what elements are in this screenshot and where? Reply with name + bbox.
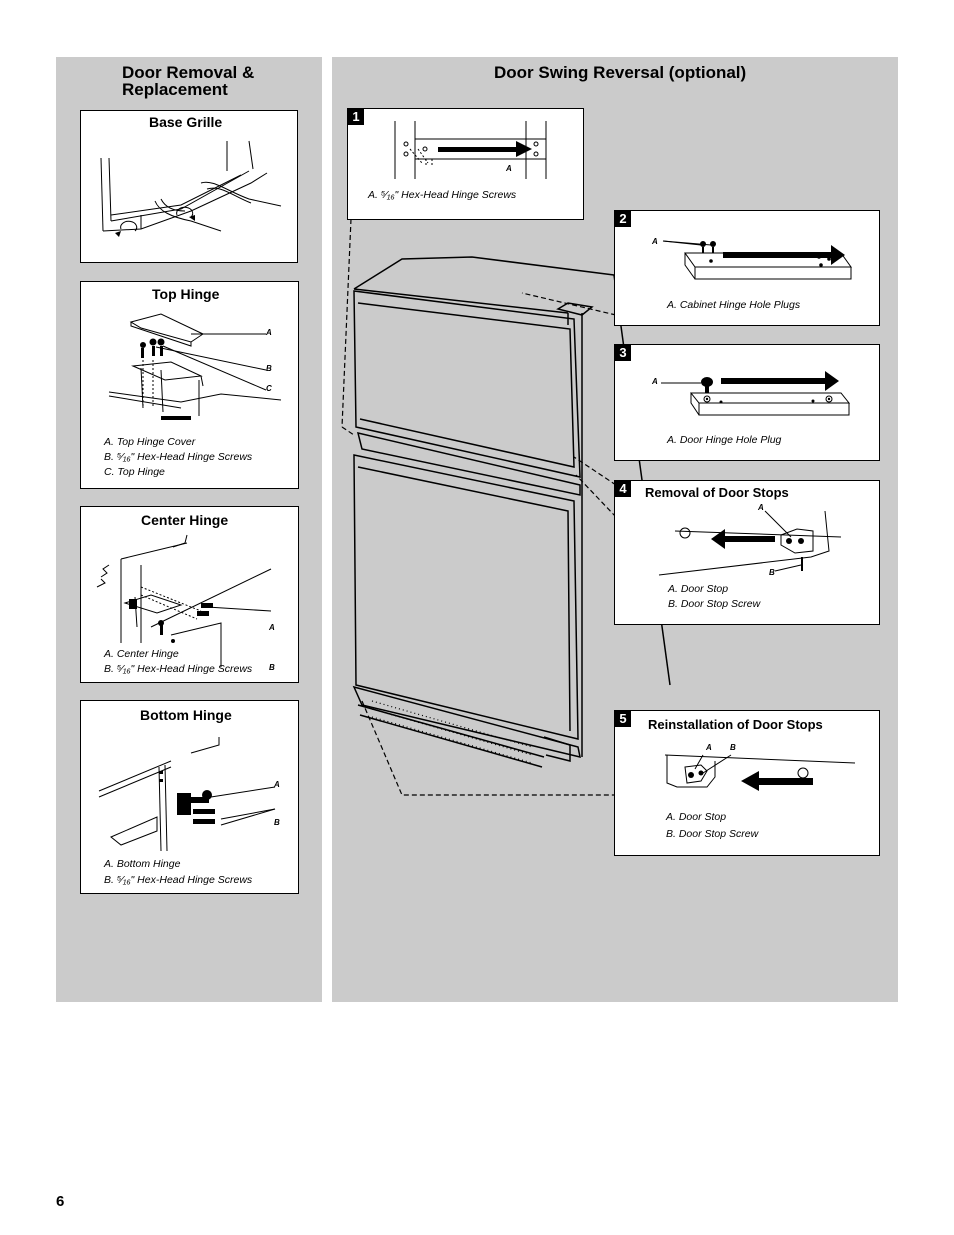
step-5-title: Reinstallation of Door Stops: [648, 717, 823, 732]
center-hinge-box: Center Hinge: [80, 506, 299, 683]
bottom-hinge-title: Bottom Hinge: [140, 707, 232, 723]
caption-b: B. ⁵⁄₁₆" Hex-Head Hinge Screws: [104, 663, 253, 675]
callout-b: B: [266, 364, 272, 373]
callout-b: B: [269, 663, 275, 672]
top-hinge-title: Top Hinge: [152, 286, 220, 302]
door-removal-title: Door Removal & Replacement: [122, 64, 254, 98]
caption-b: B. Door Stop Screw: [668, 598, 761, 610]
door-removal-panel: Door Removal & Replacement Base Grille: [56, 57, 322, 1002]
caption-a: A. Bottom Hinge: [104, 858, 181, 870]
page-number: 6: [56, 1193, 65, 1210]
caption-a: A. Door Hinge Hole Plug: [667, 434, 782, 446]
caption-a: A. Cabinet Hinge Hole Plugs: [667, 299, 801, 311]
callout-a: A: [506, 164, 512, 173]
bottom-hinge-illustration: [98, 737, 276, 852]
callout-a: A: [269, 623, 275, 632]
callout-a: A: [274, 780, 280, 789]
step-4-illustration: [658, 510, 842, 576]
caption-a: A. Center Hinge: [104, 648, 179, 660]
callout-a: A: [758, 503, 764, 512]
title-line-2: Replacement: [122, 80, 228, 99]
step-1-box: 1 A A: [347, 108, 584, 220]
caption-c: C. Top Hinge: [104, 466, 165, 478]
callout-a: A: [706, 743, 712, 752]
step-5-box: 5 Reinstallation of Door Stops A B A. Do…: [614, 710, 880, 856]
caption-a: A. Door Stop: [666, 811, 727, 823]
callout-c: C: [266, 384, 272, 393]
step-5-illustration: [664, 754, 856, 791]
step-4-box: 4 Removal of Door Stops A B A. Door Stop…: [614, 480, 880, 625]
step-2-box: 2 A A. Cabinet Hing: [614, 210, 880, 326]
door-swing-reversal-panel: Door Swing Reversal (optional): [332, 57, 898, 1002]
step-2-number: 2: [615, 211, 631, 227]
callout-a: A: [266, 328, 272, 337]
callout-b: B: [769, 568, 775, 577]
step-1-illustration: [394, 121, 547, 179]
callout-b: B: [730, 743, 736, 752]
top-hinge-box: Top Hinge: [80, 281, 299, 489]
door-swing-reversal-title: Door Swing Reversal (optional): [494, 63, 747, 82]
step-3-number: 3: [615, 345, 631, 361]
base-grille-illustration: [100, 140, 282, 237]
base-grille-title: Base Grille: [149, 114, 223, 130]
top-hinge-illustration: [108, 313, 282, 420]
step-2-illustration: [662, 240, 852, 280]
caption-b: B. Door Stop Screw: [666, 828, 759, 840]
step-3-illustration: [661, 371, 851, 416]
base-grille-box: Base Grille: [80, 110, 298, 263]
step-5-number: 5: [615, 711, 631, 727]
bottom-hinge-box: Bottom Hinge A: [80, 700, 299, 894]
caption-b: B. ⁵⁄₁₆" Hex-Head Hinge Screws: [104, 874, 253, 886]
step-4-number: 4: [615, 481, 631, 497]
callout-a: A: [652, 237, 658, 246]
caption-a: A. ⁵⁄₁₆" Hex-Head Hinge Screws: [368, 189, 517, 201]
caption-b: B. ⁵⁄₁₆" Hex-Head Hinge Screws: [104, 451, 253, 463]
caption-a: A. Top Hinge Cover: [104, 436, 196, 448]
step-1-number: 1: [348, 109, 364, 125]
caption-a: A. Door Stop: [668, 583, 729, 595]
title-line-1: Door Removal &: [122, 63, 255, 82]
callout-a: A: [652, 377, 658, 386]
callout-b: B: [274, 818, 280, 827]
center-hinge-title: Center Hinge: [141, 512, 229, 528]
center-hinge-illustration: [96, 534, 272, 667]
step-4-title: Removal of Door Stops: [645, 485, 789, 500]
step-3-box: 3 A A. Door Hinge Hole Plug: [614, 344, 880, 461]
